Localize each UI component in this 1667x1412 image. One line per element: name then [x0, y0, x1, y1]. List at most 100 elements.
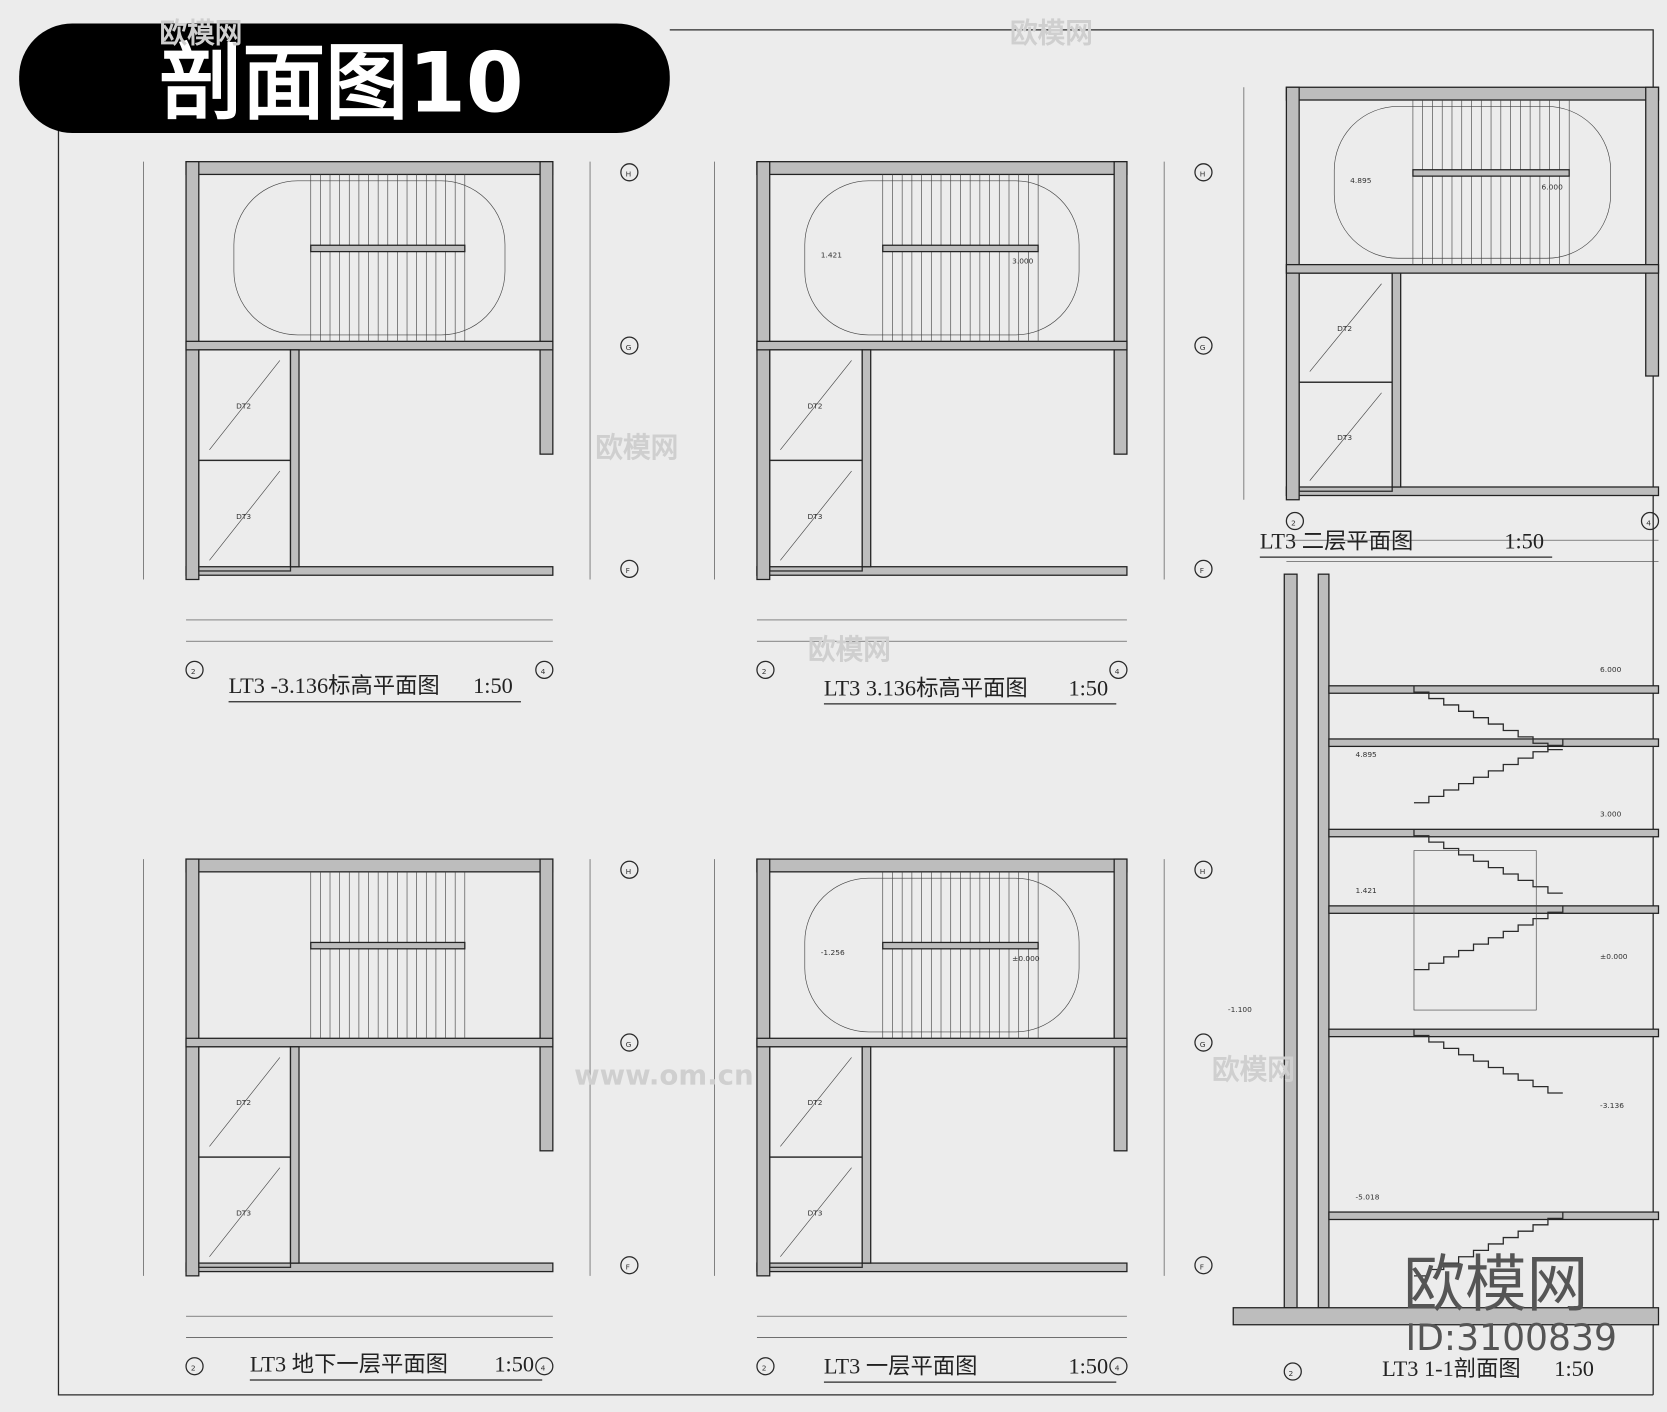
- room-label: DT3: [236, 1208, 251, 1217]
- grid-axis-bubble: [756, 660, 775, 679]
- grid-axis-bubble: [1194, 163, 1213, 182]
- level-mark: ±0.000: [1012, 954, 1040, 963]
- room-label: DT2: [236, 1098, 251, 1107]
- grid-axis-bubble: [620, 336, 639, 355]
- watermark-brand: 欧模网: [1010, 17, 1093, 50]
- drawing-title: LT3 二层平面图: [1260, 529, 1414, 554]
- grid-axis-bubble: [620, 1033, 639, 1052]
- section-drawing-1-1: 6.000 4.895 3.000 1.421 ±0.000 -1.100 -3.136 -5…: [1228, 573, 1660, 1381]
- level-mark: -1.100: [1228, 1005, 1252, 1014]
- title-badge-text: 剖面图10: [159, 35, 523, 132]
- watermark-brand: 欧模网: [808, 633, 891, 666]
- grid-axis-label: G: [626, 1040, 632, 1049]
- grid-axis-bubble: [535, 1357, 554, 1376]
- room-label: DT2: [807, 1098, 822, 1107]
- watermark-brand: 欧模网: [595, 431, 678, 464]
- drawing-title: LT3 1-1剖面图: [1382, 1356, 1521, 1381]
- level-mark: 4.895: [1350, 176, 1372, 185]
- grid-axis-label: 4: [541, 1363, 546, 1372]
- grid-axis-bubble: [620, 1256, 639, 1275]
- watermark-logo-text: 欧模网: [1403, 1249, 1588, 1321]
- grid-axis-label: H: [1200, 867, 1206, 876]
- grid-axis-label: H: [626, 867, 632, 876]
- grid-axis-label: 2: [762, 667, 767, 676]
- grid-axis-label: 2: [1289, 1369, 1294, 1378]
- grid-axis-bubble: [1109, 1357, 1128, 1376]
- drawing-title: LT3 -3.136标高平面图: [229, 673, 440, 698]
- watermark-brand: 欧模网: [159, 17, 242, 50]
- drawing-scale: 1:50: [1554, 1356, 1594, 1381]
- grid-axis-label: G: [626, 343, 632, 352]
- watermark-id: ID:3100839: [1405, 1316, 1617, 1359]
- level-mark: -5.018: [1356, 1192, 1380, 1201]
- watermark: 欧模网 欧模网 欧模网 欧模网 欧模网 www.om.cn 欧模网 ID:310…: [159, 17, 1617, 1360]
- grid-axis-bubble: [1285, 511, 1305, 531]
- grid-axis-bubble: [1194, 1256, 1213, 1275]
- grid-axis-label: 4: [1646, 518, 1651, 527]
- room-label: DT2: [1337, 324, 1352, 333]
- sheet-frame: [57, 29, 1654, 1396]
- room-label: DT3: [807, 512, 822, 521]
- drawing-scale: 1:50: [1504, 529, 1544, 554]
- room-label: DT3: [807, 1208, 822, 1217]
- title-badge: 剖面图10: [19, 23, 670, 133]
- drawing-title: LT3 3.136标高平面图: [824, 675, 1028, 700]
- grid-axis-label: 2: [191, 667, 196, 676]
- level-mark: 3.000: [1012, 257, 1034, 266]
- grid-axis-bubble: [185, 660, 204, 679]
- grid-axis-label: 2: [191, 1363, 196, 1372]
- room-label: DT2: [807, 401, 822, 410]
- grid-axis-bubble: [1194, 336, 1213, 355]
- level-mark: 6.000: [1600, 665, 1622, 674]
- watermark-brand: 欧模网: [1212, 1053, 1295, 1086]
- drawing-title: LT3 一层平面图: [824, 1354, 978, 1379]
- grid-axis-label: H: [1200, 170, 1206, 179]
- grid-axis-label: 2: [762, 1363, 767, 1372]
- grid-axis-label: G: [1200, 343, 1206, 352]
- level-mark: 3.000: [1600, 810, 1622, 819]
- grid-axis-bubble: [1194, 860, 1213, 879]
- room-label: DT3: [236, 512, 251, 521]
- grid-axis-bubble: [1194, 1033, 1213, 1052]
- grid-axis-bubble: [620, 860, 639, 879]
- level-mark: 1.421: [821, 250, 843, 259]
- grid-axis-bubble: [756, 1357, 775, 1376]
- grid-axis-label: 2: [1291, 518, 1296, 527]
- grid-axis-label: G: [1200, 1040, 1206, 1049]
- grid-axis-label: F: [626, 566, 630, 575]
- drawing-title: LT3 地下一层平面图: [250, 1352, 448, 1377]
- grid-axis-label: 4: [1115, 667, 1120, 676]
- watermark-url: www.om.cn: [574, 1058, 754, 1091]
- grid-axis-bubble: [535, 660, 554, 679]
- level-mark: -1.256: [821, 948, 845, 957]
- room-label: DT3: [1337, 433, 1352, 442]
- level-mark: 4.895: [1356, 750, 1378, 759]
- drawing-scale: 1:50: [1068, 1354, 1108, 1379]
- level-mark: 6.000: [1542, 182, 1564, 191]
- room-label: DT2: [236, 401, 251, 410]
- level-mark: -3.136: [1600, 1101, 1624, 1110]
- grid-axis-label: F: [626, 1262, 630, 1271]
- drawing-scale: 1:50: [473, 673, 513, 698]
- grid-axis-label: F: [1200, 1262, 1204, 1271]
- grid-axis-bubble: [1640, 511, 1660, 531]
- grid-axis-bubble: [1109, 660, 1128, 679]
- grid-axis-bubble: [185, 1357, 204, 1376]
- grid-axis-label: F: [1200, 566, 1204, 575]
- level-mark: 1.421: [1356, 886, 1378, 895]
- level-mark: ±0.000: [1600, 952, 1628, 961]
- grid-axis-bubble: [620, 163, 639, 182]
- grid-axis-bubble: [1194, 559, 1213, 578]
- drawing-scale: 1:50: [494, 1352, 534, 1377]
- grid-axis-label: H: [626, 170, 632, 179]
- grid-axis-label: 4: [1115, 1363, 1120, 1372]
- grid-axis-label: 4: [541, 667, 546, 676]
- drawing-scale: 1:50: [1068, 675, 1108, 700]
- grid-axis-bubble: [620, 559, 639, 578]
